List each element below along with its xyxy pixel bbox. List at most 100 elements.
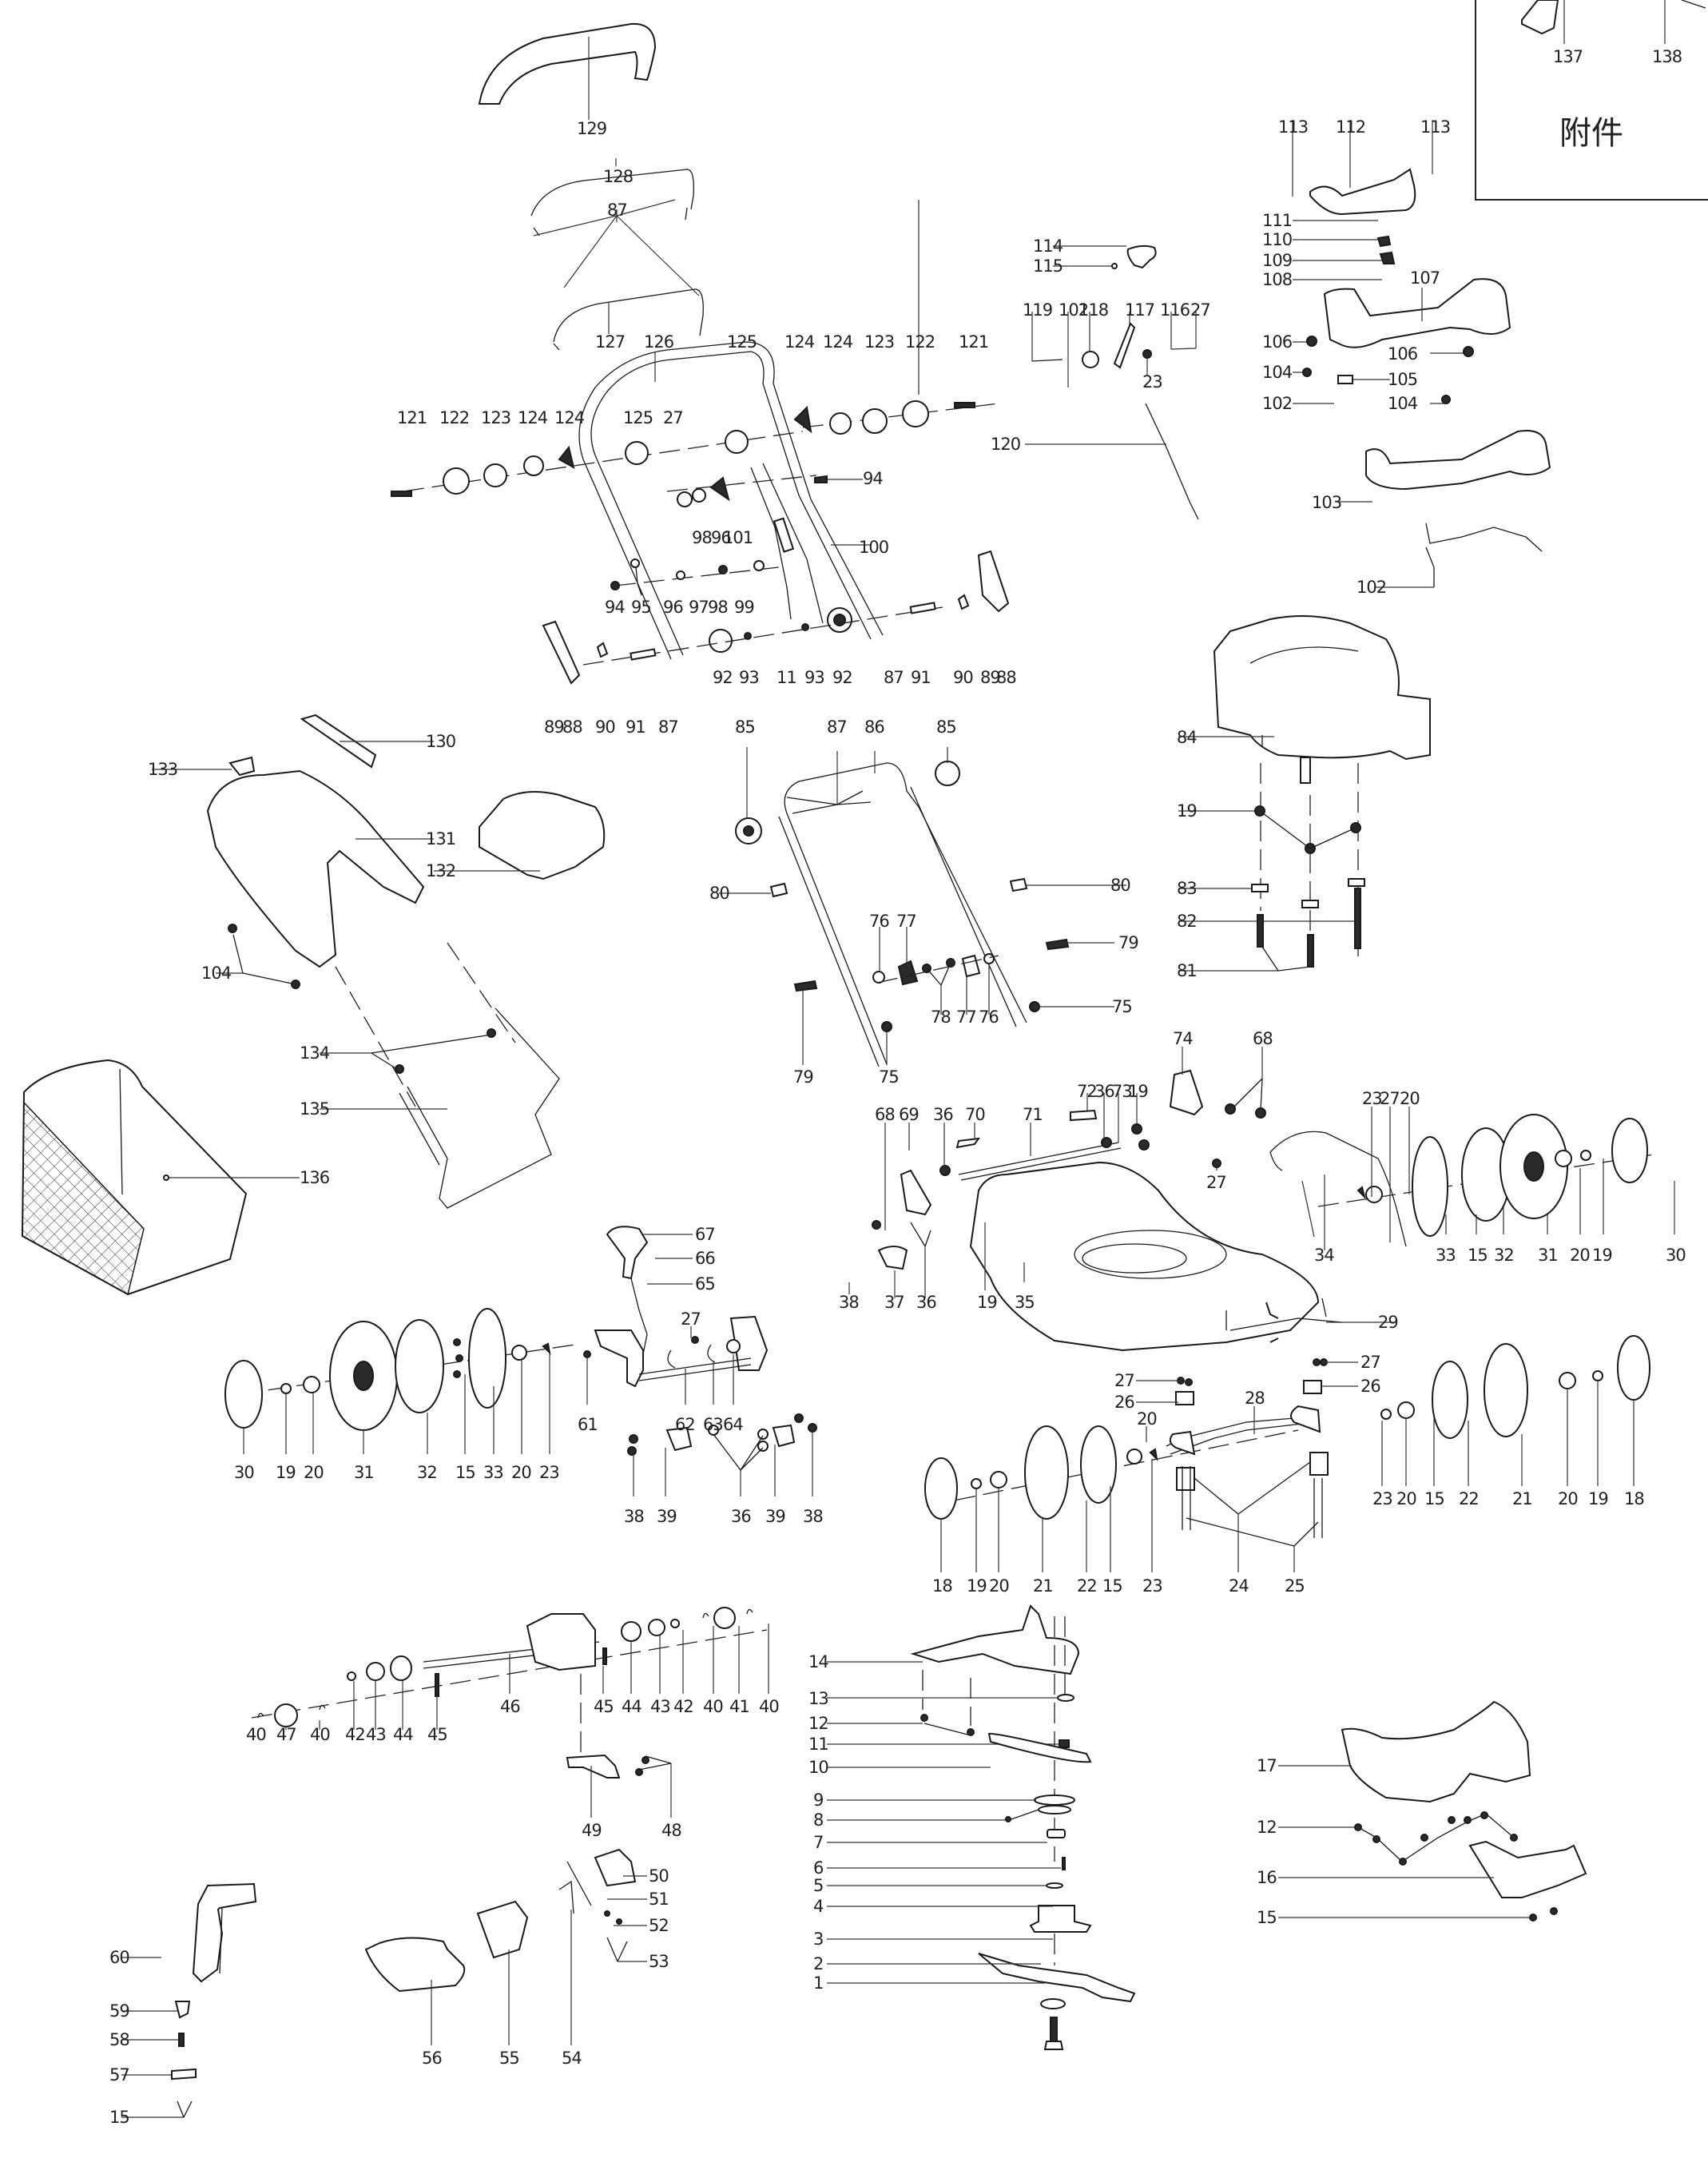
- part-callout-88: 88: [996, 668, 1016, 687]
- part-callout-42: 42: [673, 1697, 693, 1716]
- part-callout-122: 122: [905, 332, 935, 352]
- part-callout-92: 92: [832, 668, 852, 687]
- part-callout-43: 43: [650, 1697, 670, 1716]
- part-callout-63: 63: [703, 1415, 723, 1434]
- part-callout-44: 44: [393, 1725, 413, 1744]
- part-callout-15: 15: [1468, 1246, 1488, 1265]
- part-callout-134: 134: [300, 1043, 330, 1063]
- part-callout-36: 36: [731, 1507, 751, 1526]
- part-callout-106: 106: [1388, 344, 1418, 364]
- part-callout-37: 37: [884, 1293, 904, 1312]
- rear-cover-group: [152, 713, 606, 989]
- part-10-gasket: [987, 1732, 1092, 1763]
- part-callout-121: 121: [397, 408, 427, 427]
- part-callout-27: 27: [1206, 1173, 1226, 1192]
- part-callout-85: 85: [936, 717, 956, 737]
- part-callout-38: 38: [624, 1507, 644, 1526]
- part-callout-27: 27: [663, 408, 683, 427]
- part-callout-11: 11: [777, 668, 796, 687]
- part-callout-76: 76: [869, 912, 889, 931]
- part-callout-15: 15: [109, 2108, 129, 2127]
- part-callout-79: 79: [793, 1067, 813, 1087]
- part-callout-119: 119: [1023, 300, 1052, 320]
- part-callout-123: 123: [864, 332, 894, 352]
- gear-lever-group: [542, 550, 1010, 685]
- part-callout-80: 80: [1110, 876, 1130, 895]
- part-callout-41: 41: [729, 1697, 749, 1716]
- part-callout-79: 79: [1118, 933, 1138, 952]
- part-callout-120: 120: [991, 435, 1020, 454]
- part-callout-6: 6: [813, 1858, 824, 1878]
- part-callout-105: 105: [1388, 370, 1417, 389]
- part-callout-53: 53: [649, 1952, 669, 1971]
- part-132-chute-cover: [479, 791, 606, 880]
- part-callout-19: 19: [1592, 1246, 1612, 1265]
- part-callout-46: 46: [500, 1697, 520, 1716]
- part-callout-40: 40: [246, 1725, 266, 1744]
- part-callout-102: 102: [1356, 578, 1386, 597]
- part-callout-47: 47: [276, 1725, 296, 1744]
- part-callout-124: 124: [554, 408, 585, 427]
- part-21-wheel-right: [1484, 1343, 1528, 1437]
- part-88-lever-right: [977, 550, 1010, 613]
- part-callout-71: 71: [1023, 1105, 1043, 1124]
- part-33-hub-plate-left: [468, 1308, 506, 1409]
- part-130-strip: [300, 713, 377, 769]
- part-callout-133: 133: [148, 760, 177, 779]
- part-callout-29: 29: [1378, 1313, 1398, 1332]
- part-callout-131: 131: [426, 829, 455, 849]
- part-callout-91: 91: [911, 668, 931, 687]
- part-49-bracket: [566, 1754, 621, 1779]
- part-callout-26: 26: [1114, 1393, 1134, 1412]
- part-callout-27: 27: [1380, 1089, 1400, 1108]
- part-callout-103: 103: [1312, 493, 1341, 512]
- part-4-blade-adapter: [1029, 1905, 1092, 1933]
- part-callout-32: 32: [417, 1463, 437, 1482]
- part-callout-128: 128: [603, 167, 633, 186]
- part-callout-113: 113: [1278, 117, 1308, 137]
- part-22-plate-left: [1080, 1425, 1117, 1504]
- part-46-gearbox: [526, 1613, 596, 1671]
- part-callout-116: 116: [1160, 300, 1190, 320]
- part-callout-118: 118: [1078, 300, 1108, 320]
- cable-group: [666, 463, 871, 624]
- part-callout-15: 15: [1102, 1576, 1122, 1596]
- part-callout-73: 73: [1112, 1082, 1132, 1101]
- part-callout-100: 100: [859, 538, 888, 557]
- part-callout-58: 58: [109, 2030, 129, 2049]
- part-callout-44: 44: [622, 1697, 641, 1716]
- part-callout-76: 76: [979, 1008, 999, 1027]
- height-adjuster-group: [583, 1226, 817, 1496]
- part-callout-20: 20: [511, 1463, 531, 1482]
- engine-group: [1178, 615, 1431, 972]
- part-callout-87: 87: [658, 717, 678, 737]
- part-callout-7: 7: [813, 1833, 823, 1852]
- part-callout-50: 50: [649, 1866, 669, 1886]
- part-callout-112: 112: [1336, 117, 1365, 137]
- part-59-latch: [174, 2001, 191, 2019]
- part-callout-3: 3: [813, 1930, 823, 1949]
- part-callout-45: 45: [594, 1697, 614, 1716]
- part-callout-39: 39: [657, 1507, 677, 1526]
- part-26-bracket-right: [1303, 1380, 1322, 1394]
- part-callout-132: 132: [426, 861, 455, 880]
- main-handle-group: [391, 200, 999, 660]
- part-callout-102: 102: [1059, 300, 1088, 320]
- front-cover-group: [1278, 1700, 1587, 1922]
- part-callout-83: 83: [1177, 879, 1197, 898]
- part-callout-108: 108: [1262, 270, 1292, 289]
- part-callout-27: 27: [1360, 1353, 1380, 1372]
- part-callout-22: 22: [1459, 1489, 1479, 1508]
- part-callout-121: 121: [959, 332, 988, 352]
- part-callout-48: 48: [661, 1821, 681, 1840]
- part-callout-85: 85: [735, 717, 755, 737]
- part-callout-2: 2: [813, 1954, 823, 1973]
- part-callout-66: 66: [695, 1249, 715, 1268]
- part-callout-95: 95: [631, 598, 651, 617]
- part-callout-33: 33: [1436, 1246, 1456, 1265]
- part-callout-68: 68: [1253, 1029, 1273, 1048]
- part-callout-24: 24: [1229, 1576, 1249, 1596]
- part-callout-9: 9: [813, 1790, 823, 1810]
- part-callout-26: 26: [1360, 1377, 1380, 1396]
- part-3-blade: [978, 1953, 1136, 2003]
